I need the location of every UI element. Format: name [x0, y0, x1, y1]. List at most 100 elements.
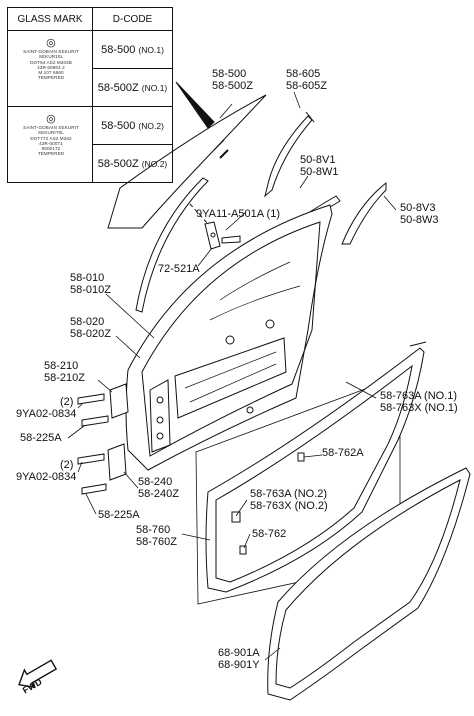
- part-number: 68-901Y: [218, 659, 260, 671]
- d-code-cell: 58-500 (NO.1): [92, 30, 173, 69]
- mark1-line: 43R-00804 2: [37, 64, 65, 70]
- glass-mark-header: GLASS MARK: [7, 7, 93, 31]
- part-number: 58-225A: [98, 509, 140, 521]
- d-code-cell: 58-500 (NO.2): [92, 106, 173, 145]
- d-code: 58-500: [101, 43, 136, 56]
- callout-58-020: 58-020 58-020Z: [70, 316, 111, 340]
- part-number: 58-225A: [20, 432, 62, 444]
- callout-58-240: 58-240 58-240Z: [138, 476, 179, 500]
- glass-mark-1: ◎ SAINT-GOBAIN SEKURIT SEKUR10L DOT54 AS…: [7, 30, 93, 107]
- mark2-line: DOT772 AS2 M262: [30, 135, 72, 141]
- door-frame: [125, 204, 333, 471]
- fwd-arrow: [18, 659, 58, 689]
- upper-hinge: [109, 383, 129, 419]
- part-number: 58-240Z: [138, 488, 179, 500]
- mark2-line: TEMPERED: [37, 151, 65, 157]
- part-number: 9YA02-0834: [16, 471, 77, 483]
- part-number: 58-210: [44, 360, 79, 372]
- mark2-line: 43R-00071: [39, 140, 63, 146]
- part-number: 58-020Z: [70, 328, 111, 340]
- bracket-bolt: [221, 235, 241, 244]
- part-number: 58-605: [286, 68, 321, 80]
- quantity: (2): [60, 396, 74, 408]
- lower-hinge: [107, 443, 127, 481]
- callout-58-605: 58-605 58-605Z: [286, 68, 327, 92]
- hinge-bolt-2: [81, 415, 109, 427]
- mark2-line: SAINT-GOBAIN SEKURIT: [23, 125, 79, 130]
- part-number: 58-240: [138, 476, 173, 488]
- part-number: 72-521A: [158, 263, 200, 275]
- hinge-bolt-3: [77, 453, 105, 465]
- d-code: 58-500Z: [97, 157, 139, 170]
- part-number: 58-763A (NO.1): [380, 390, 458, 402]
- mark1-line: M 107 6660: [38, 70, 64, 76]
- opening-weatherstrip: [267, 467, 471, 701]
- part-number: 9YA11-A501A (1): [196, 208, 280, 220]
- quantity: (2): [60, 459, 74, 471]
- callout-9ya11: 9YA11-A501A (1): [196, 208, 280, 220]
- part-number: 58-760: [136, 524, 171, 536]
- glass-bracket: [204, 221, 221, 250]
- mark1-line: DOT54 AS2 M304B: [30, 59, 72, 65]
- callout-50-8v3: 50-8V3 50-8W3: [400, 202, 439, 226]
- callout-58-500: 58-500 58-500Z: [212, 68, 253, 92]
- d-code-note: (NO.2): [138, 120, 164, 131]
- part-number: 58-763X (NO.1): [380, 402, 458, 414]
- mazda-logo-icon: ◎: [46, 113, 56, 125]
- part-number: 58-210Z: [44, 372, 85, 384]
- part-number: 50-8W3: [400, 214, 439, 226]
- callout-68-901a: 68-901A 68-901Y: [218, 647, 260, 671]
- part-number: 58-020: [70, 316, 105, 328]
- part-number: 58-010Z: [70, 284, 111, 296]
- callout-9ya02-upper: (2) 9YA02-0834: [16, 396, 76, 420]
- callout-58-010: 58-010 58-010Z: [70, 272, 111, 296]
- d-code-note: (NO.1): [138, 44, 164, 55]
- part-number: 58-762: [252, 528, 287, 540]
- mark1-line: TEMPERED: [37, 75, 65, 81]
- glass-mark-2-text: ◎ SAINT-GOBAIN SEKURIT SEKURIT0L DOT772 …: [12, 113, 90, 157]
- mazda-logo-icon: ◎: [46, 37, 56, 49]
- front-belt-molding: [135, 177, 209, 313]
- callout-9ya02-lower: (2) 9YA02-0834: [16, 459, 76, 483]
- hinge-bolt-1: [77, 393, 105, 405]
- callout-58-763a-no2: 58-763A (NO.2) 58-763X (NO.2): [250, 488, 328, 512]
- callout-58-762: 58-762: [252, 528, 286, 540]
- glass-mark-1-text: ◎ SAINT-GOBAIN SEKURIT SEKUR10L DOT54 AS…: [12, 37, 90, 81]
- part-number: 50-8V3: [400, 202, 436, 214]
- glass-mark-2: ◎ SAINT-GOBAIN SEKURIT SEKURIT0L DOT772 …: [7, 106, 93, 183]
- callout-58-210: 58-210 58-210Z: [44, 360, 85, 384]
- callout-58-763a-no1: 58-763A (NO.1) 58-763X (NO.1): [380, 390, 458, 414]
- callout-50-8v1: 50-8V1 50-8W1: [300, 154, 339, 178]
- callout-58-225a-lower: 58-225A: [98, 509, 140, 521]
- part-number: 58-500Z: [212, 80, 253, 92]
- part-number: 58-763A (NO.2): [250, 488, 328, 500]
- part-number: 58-500: [212, 68, 247, 80]
- part-number: 58-760Z: [136, 536, 177, 548]
- d-code: 58-500Z: [97, 81, 139, 94]
- part-number: 58-605Z: [286, 80, 327, 92]
- part-number: 50-8W1: [300, 166, 339, 178]
- part-number: 58-762A: [322, 447, 364, 459]
- hinge-bolt-4: [81, 483, 107, 495]
- glass-mark-arrow: [175, 81, 215, 129]
- part-number: 58-763X (NO.2): [250, 500, 328, 512]
- callout-58-760: 58-760 58-760Z: [136, 524, 177, 548]
- part-number: 68-901A: [218, 647, 260, 659]
- mark2-line: SEKURIT0L: [38, 130, 64, 136]
- part-number: 9YA02-0834: [16, 408, 77, 420]
- callout-58-762a: 58-762A: [322, 447, 364, 459]
- part-number: 58-010: [70, 272, 105, 284]
- callout-72-521a: 72-521A: [158, 263, 200, 275]
- d-code-header: D-CODE: [92, 7, 173, 31]
- d-code: 58-500: [101, 119, 136, 132]
- mark1-line: SAINT-GOBAIN SEKURIT: [23, 49, 79, 54]
- part-number: 50-8V1: [300, 154, 336, 166]
- quarter-molding: [341, 181, 387, 245]
- callout-58-225a-upper: 58-225A: [20, 432, 62, 444]
- d-code-note: (NO.2): [141, 158, 168, 169]
- inner-weatherstrip: [205, 347, 425, 593]
- d-code-cell: 58-500Z (NO.1): [92, 68, 173, 107]
- d-code-note: (NO.1): [141, 82, 168, 93]
- mark1-line: SEKUR10L: [38, 54, 64, 60]
